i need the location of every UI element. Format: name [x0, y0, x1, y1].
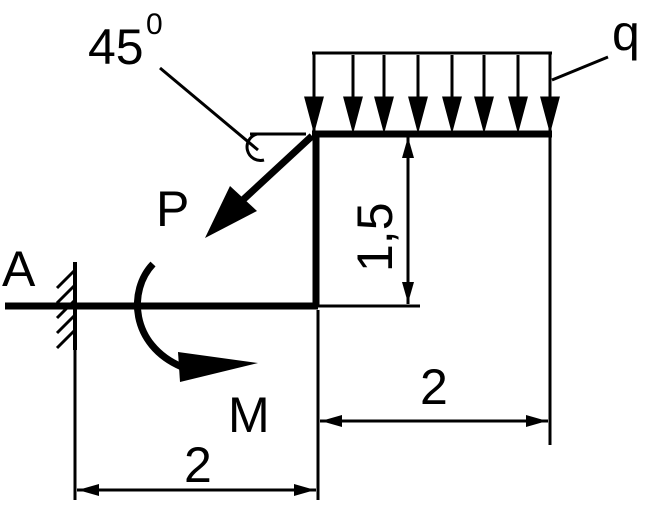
- label-angle: 45: [88, 19, 144, 75]
- label-span-left: 2: [184, 437, 212, 493]
- label-moment-m: M: [228, 387, 270, 443]
- dimension-right-span: [316, 134, 552, 500]
- moment-m-arrow: [133, 261, 258, 382]
- distributed-load-q: [304, 51, 609, 134]
- label-support-a: A: [2, 241, 36, 297]
- label-span-right: 2: [420, 359, 448, 415]
- dimension-height: [318, 136, 420, 308]
- label-height: 1,5: [347, 202, 403, 272]
- label-force-p: P: [156, 181, 189, 237]
- label-angle-degree: 0: [146, 8, 163, 41]
- force-p-arrow: [159, 66, 315, 238]
- label-load-q: q: [612, 5, 640, 61]
- dimension-left-span: [73, 350, 316, 500]
